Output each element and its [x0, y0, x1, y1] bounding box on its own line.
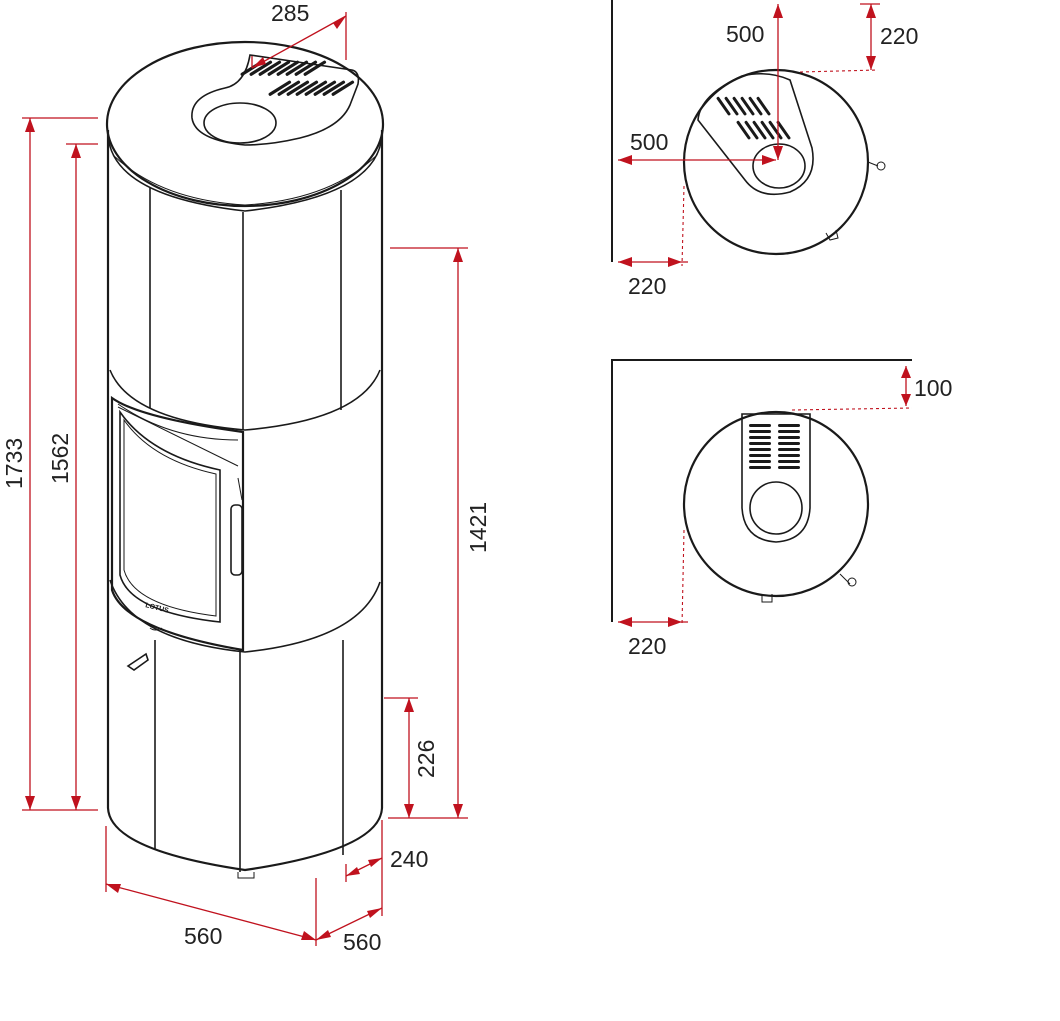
- dim-corner-side-clearance: 500: [630, 129, 668, 155]
- dim-wall-side: 220: [628, 633, 666, 659]
- wall-grille: [749, 424, 800, 469]
- stove-body-outline: [106, 130, 384, 872]
- top-grille: [240, 60, 355, 96]
- grille-slot: [749, 442, 771, 445]
- grille-slot: [304, 80, 328, 96]
- grille-slot: [749, 448, 771, 451]
- dim-inlet-offset: 240: [390, 846, 428, 872]
- grille-slot: [749, 454, 771, 457]
- rear-wall: [611, 359, 912, 622]
- grille-slot: [778, 466, 800, 469]
- stove-door: [110, 395, 245, 652]
- ash-lever: [126, 652, 149, 671]
- grille-slot: [749, 436, 771, 439]
- grille-slot: [313, 80, 337, 96]
- grille-slot: [285, 60, 309, 76]
- dim-corner-side-wall: 220: [628, 273, 666, 299]
- grille-slot: [768, 120, 783, 140]
- grille-slot: [778, 460, 800, 463]
- grille-slot: [268, 80, 292, 96]
- dim-width: 560: [184, 923, 222, 949]
- top-outlet-plate: [191, 54, 360, 146]
- corner-grille: [716, 96, 791, 140]
- grille-slot: [276, 60, 300, 76]
- grille-slot: [303, 60, 327, 76]
- dim-corner-rear-clearance: 500: [726, 21, 764, 47]
- plan-wall-installation: 100 220: [611, 359, 952, 659]
- front-dimensions: 285 1733 1562 1421 226 560: [1, 0, 491, 955]
- grille-slot: [778, 436, 800, 439]
- grille-slot: [760, 120, 775, 140]
- grille-slot: [752, 120, 767, 140]
- stove-plan-circle: [682, 68, 870, 256]
- wall-outlet-plate: [741, 413, 811, 543]
- corner-outlet-plate: [697, 72, 814, 196]
- grille-slot: [277, 80, 301, 96]
- grille-slot: [295, 80, 319, 96]
- grille-slot: [732, 96, 747, 116]
- grille-slot: [249, 60, 273, 76]
- grille-slot: [749, 424, 771, 427]
- grille-slot: [740, 96, 755, 116]
- grille-slot: [744, 120, 759, 140]
- grille-slot: [294, 60, 318, 76]
- dim-outlet-height: 1562: [47, 433, 73, 484]
- grille-slot: [286, 80, 310, 96]
- grille-slot: [749, 466, 771, 469]
- grille-slot: [331, 80, 355, 96]
- grille-slot: [322, 80, 346, 96]
- grille-slot: [724, 96, 739, 116]
- dim-air-inlet-height: 226: [413, 740, 439, 778]
- grille-slot: [748, 96, 763, 116]
- dim-rear-outlet-height: 1421: [465, 502, 491, 553]
- grille-slot: [778, 442, 800, 445]
- grille-slot: [749, 430, 771, 433]
- grille-slot: [716, 96, 731, 116]
- plan-corner-installation: 500 220 500 220: [611, 0, 918, 299]
- flue-opening: [203, 102, 277, 144]
- grille-slot: [778, 448, 800, 451]
- grille-slot: [776, 120, 791, 140]
- stove-plan-circle-2: [682, 410, 870, 598]
- stove-top-lid: [105, 40, 385, 208]
- dim-top-outlet-width: 285: [271, 0, 309, 26]
- grille-slot: [756, 96, 771, 116]
- grille-slot: [778, 430, 800, 433]
- stove-top-rim: [107, 134, 383, 212]
- stove-logo: LOTUS: [145, 602, 170, 615]
- door-glass: [119, 409, 221, 623]
- dim-total-height: 1733: [1, 438, 27, 489]
- grille-slot: [778, 454, 800, 457]
- dim-wall-rear: 100: [914, 375, 952, 401]
- dim-corner-rear-wall: 220: [880, 23, 918, 49]
- dim-depth: 560: [343, 929, 381, 955]
- grille-slot: [736, 120, 751, 140]
- grille-slot: [749, 460, 771, 463]
- grille-slot: [778, 424, 800, 427]
- door-handle: [230, 504, 243, 576]
- front-view: LOTUS: [105, 40, 385, 879]
- grille-slot: [258, 60, 282, 76]
- grille-slot: [267, 60, 291, 76]
